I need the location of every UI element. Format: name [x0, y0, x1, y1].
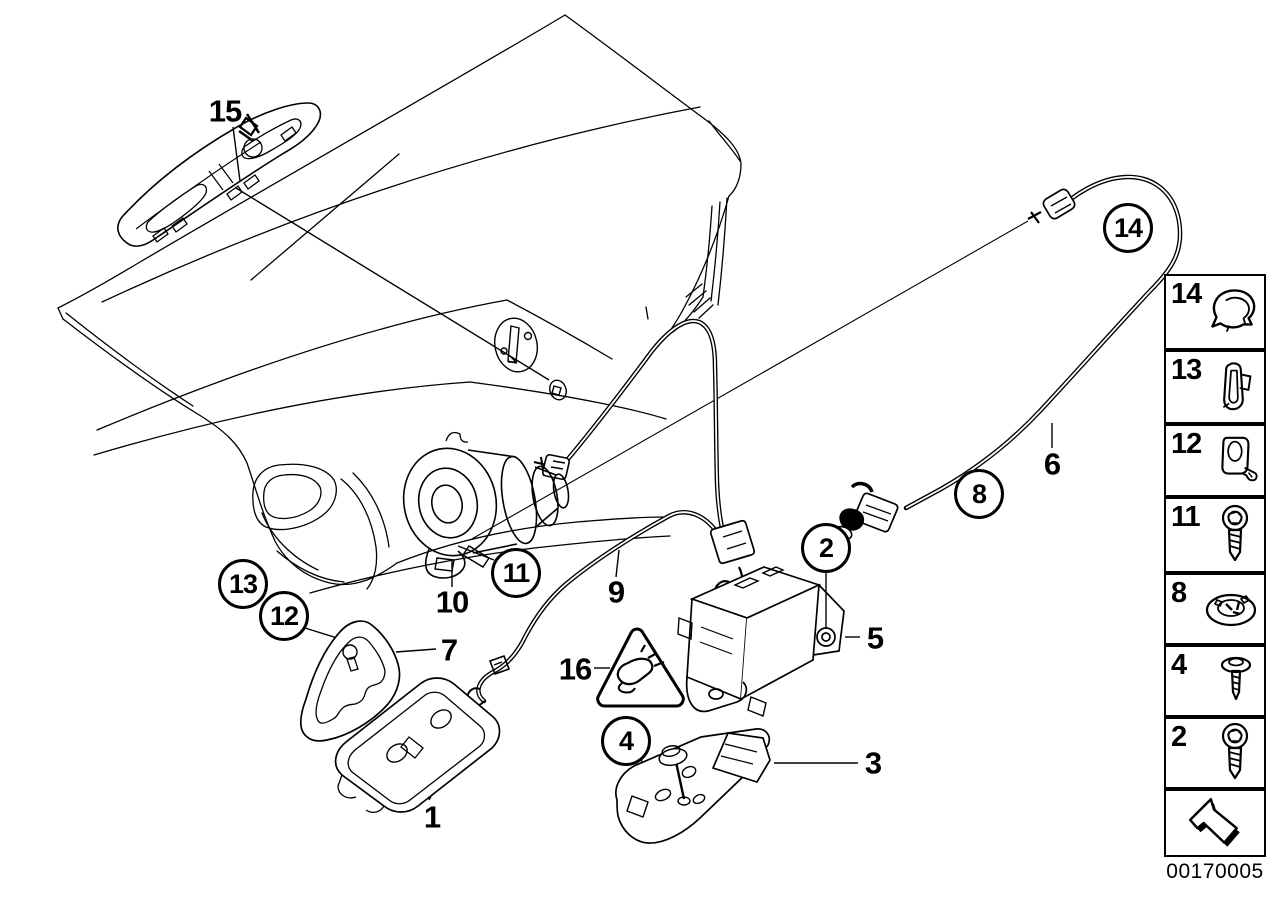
grip-housing-part-1 [334, 677, 501, 813]
callout-7[interactable]: 7 [440, 632, 458, 668]
callout-15[interactable]: 15 [208, 93, 242, 129]
cable-6-end-fitting [1027, 188, 1076, 224]
diagram-id: 00170005 [1166, 860, 1264, 883]
callout-circle-2[interactable]: 2 [801, 523, 851, 573]
legend-item-12[interactable]: 12 [1164, 424, 1266, 497]
callout-10[interactable]: 10 [435, 584, 469, 620]
legend-item-14[interactable]: 14 [1164, 274, 1266, 350]
legend-number: 14 [1171, 278, 1202, 310]
legend-item-4[interactable]: 4 [1164, 645, 1266, 717]
striker-bracket-part-3 [615, 728, 771, 844]
release-cable-6 [903, 174, 1183, 511]
lock-cylinder-part-10 [402, 431, 570, 579]
legend-number: 12 [1171, 428, 1202, 460]
legend-number: 4 [1171, 649, 1187, 681]
callout-circle-12[interactable]: 12 [259, 591, 309, 641]
callout-5[interactable]: 5 [866, 620, 884, 656]
oval-head-screw-icon [1220, 656, 1252, 701]
legend-number: 8 [1171, 577, 1187, 609]
legend-number: 2 [1171, 721, 1187, 753]
grommet-with-pin-icon [1221, 436, 1258, 481]
legend-nav-arrow[interactable] [1164, 789, 1266, 857]
legend-number: 11 [1171, 501, 1201, 533]
prong-washer-icon [1205, 593, 1257, 627]
callout-circle-14[interactable]: 14 [1103, 203, 1153, 253]
callout-1[interactable]: 1 [423, 799, 441, 835]
direction-arrow-icon [1188, 797, 1240, 847]
legend-item-13[interactable]: 13 [1164, 350, 1266, 424]
fillister-head-screw-icon [1221, 504, 1249, 562]
callout-3[interactable]: 3 [864, 745, 882, 781]
fillister-head-screw-icon [1221, 722, 1249, 780]
legend-number: 13 [1171, 354, 1202, 386]
trunk-lock-part-5 [677, 566, 845, 717]
callout-9[interactable]: 9 [607, 574, 625, 610]
grip-strip-part-15 [117, 102, 322, 247]
warning-plug-triangle [596, 627, 685, 708]
gasket-part-7 [299, 620, 401, 742]
callout-circle-4[interactable]: 4 [601, 716, 651, 766]
callout-16[interactable]: 16 [558, 651, 592, 687]
cable-holder-clip-icon [1222, 362, 1252, 411]
callout-6[interactable]: 6 [1043, 446, 1061, 482]
callout-circle-11[interactable]: 11 [491, 548, 541, 598]
legend-item-11[interactable]: 11 [1164, 497, 1266, 573]
callout-circle-8[interactable]: 8 [954, 469, 1004, 519]
callout-circle-13[interactable]: 13 [218, 559, 268, 609]
legend-item-8[interactable]: 8 [1164, 573, 1266, 645]
cable-end-clip-icon [1211, 289, 1256, 332]
legend-item-2[interactable]: 2 [1164, 717, 1266, 789]
